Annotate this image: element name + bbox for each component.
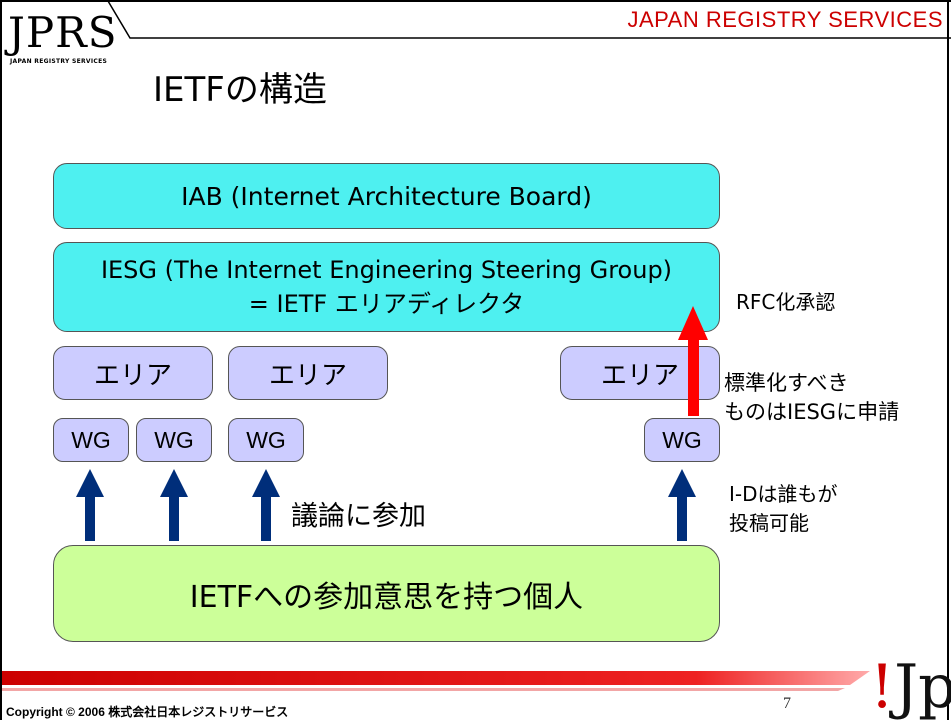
wg-box-3: WG [228, 418, 304, 462]
participate-label: 議論に参加 [291, 501, 426, 532]
iab-box: IAB (Internet Architecture Board) [53, 163, 720, 229]
wg-label: WG [154, 426, 194, 453]
individuals-box: IETFへの参加意思を持つ個人 [53, 545, 720, 642]
slide-title: IETFの構造 [153, 70, 327, 110]
area-label: エリア [268, 360, 347, 391]
area-label: エリア [93, 360, 172, 391]
logo-subtitle: JAPAN REGISTRY SERVICES [10, 58, 108, 65]
rfc-approval-label: RFC化承認 [736, 290, 836, 314]
area-box-2: エリア [228, 346, 388, 400]
wg-box-1: WG [53, 418, 129, 462]
wg-label: WG [71, 426, 111, 453]
area-box-1: エリア [53, 346, 213, 400]
standardize-line1: 標準化すべき [724, 371, 849, 395]
footer-swoosh [2, 671, 870, 691]
id-line1: I-Dは誰もが [729, 482, 838, 506]
id-submission-label: I-Dは誰もが 投稿可能 [729, 480, 838, 538]
wg-box-4: WG [644, 418, 720, 462]
area-label: エリア [600, 360, 679, 391]
iesg-label-line2: = IETF エリアディレクタ [248, 290, 525, 318]
header-border [0, 0, 951, 39]
logo-text: JPRS [8, 8, 118, 57]
exclamation-icon: ! [870, 652, 895, 722]
iab-label: IAB (Internet Architecture Board) [181, 181, 592, 211]
wg-label: WG [246, 426, 286, 453]
area-box-3: エリア [560, 346, 720, 400]
wg-box-2: WG [136, 418, 212, 462]
standardize-label: 標準化すべき ものはIESGに申請 [724, 369, 899, 427]
standardize-line2: ものはIESGに申請 [724, 400, 900, 424]
jp-corner-logo: !Jp [870, 652, 951, 722]
page-number: 7 [783, 695, 791, 712]
wg-label: WG [662, 426, 702, 453]
iesg-box: IESG (The Internet Engineering Steering … [53, 242, 720, 332]
brand-name: JAPAN REGISTRY SERVICES [627, 7, 943, 32]
corner-logo-text: Jp [894, 652, 951, 722]
id-line2: 投稿可能 [729, 511, 809, 535]
copyright-text: Copyright © 2006 株式会社日本レジストリサービス [6, 705, 289, 719]
iesg-label-line1: IESG (The Internet Engineering Steering … [100, 256, 673, 284]
individuals-label: IETFへの参加意思を持つ個人 [189, 579, 584, 615]
jprs-logo: JPRS JAPAN REGISTRY SERVICES [8, 8, 117, 68]
